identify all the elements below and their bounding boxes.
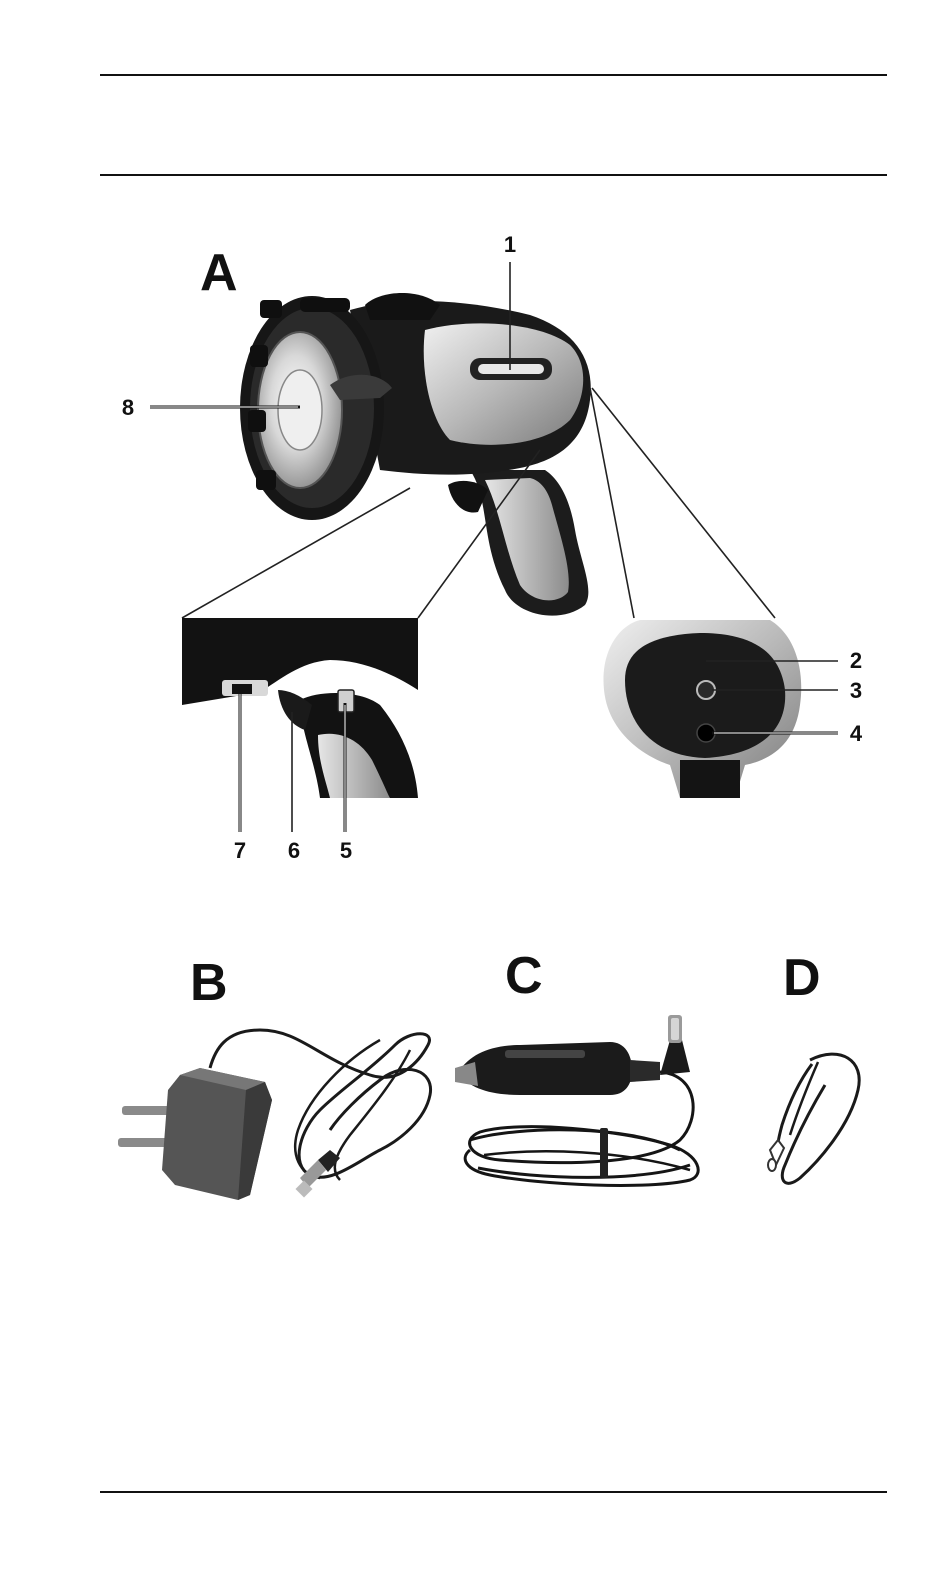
spotlight-icon: [240, 293, 591, 616]
callout-6: 6: [288, 838, 300, 863]
callout-4: 4: [850, 721, 863, 746]
callout-5: 5: [340, 838, 352, 863]
callout-1: 1: [504, 232, 516, 257]
detail-trigger-area-icon: [182, 618, 418, 798]
section-label-a: A: [200, 244, 237, 302]
section-label-c: C: [505, 947, 542, 1005]
callout-3: 3: [850, 678, 862, 703]
mains-adapter-icon: [118, 1030, 431, 1200]
callout-2: 2: [850, 648, 862, 673]
section-label-b: B: [190, 954, 227, 1012]
wrist-strap-icon: [768, 1054, 859, 1183]
detail-rear-panel-icon: [603, 620, 801, 798]
callout-7: 7: [234, 838, 246, 863]
section-label-d: D: [783, 949, 820, 1007]
car-adapter-cable-icon: [455, 1015, 698, 1185]
callout-8: 8: [122, 395, 134, 420]
